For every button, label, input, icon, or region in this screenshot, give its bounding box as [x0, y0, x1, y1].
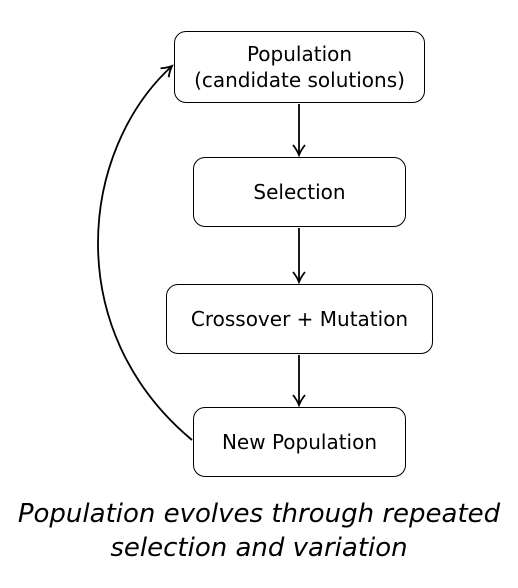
node-selection: Selection — [193, 157, 406, 227]
node-population-subtitle: (candidate solutions) — [194, 68, 405, 92]
caption-line-2: selection and variation — [110, 533, 408, 563]
diagram-caption: Population evolves through repeated sele… — [0, 497, 518, 565]
node-crossover-mutation-label: Crossover + Mutation — [190, 307, 409, 331]
node-selection-label: Selection — [253, 180, 346, 204]
node-crossover-mutation: Crossover + Mutation — [166, 284, 433, 354]
node-population: Population (candidate solutions) — [174, 31, 425, 103]
node-population-title: Population — [246, 42, 353, 66]
arrow-loop-newpop-to-population — [97, 64, 193, 441]
node-new-population-label: New Population — [221, 430, 378, 454]
caption-line-1: Population evolves through repeated — [17, 499, 501, 529]
node-new-population: New Population — [193, 407, 406, 477]
